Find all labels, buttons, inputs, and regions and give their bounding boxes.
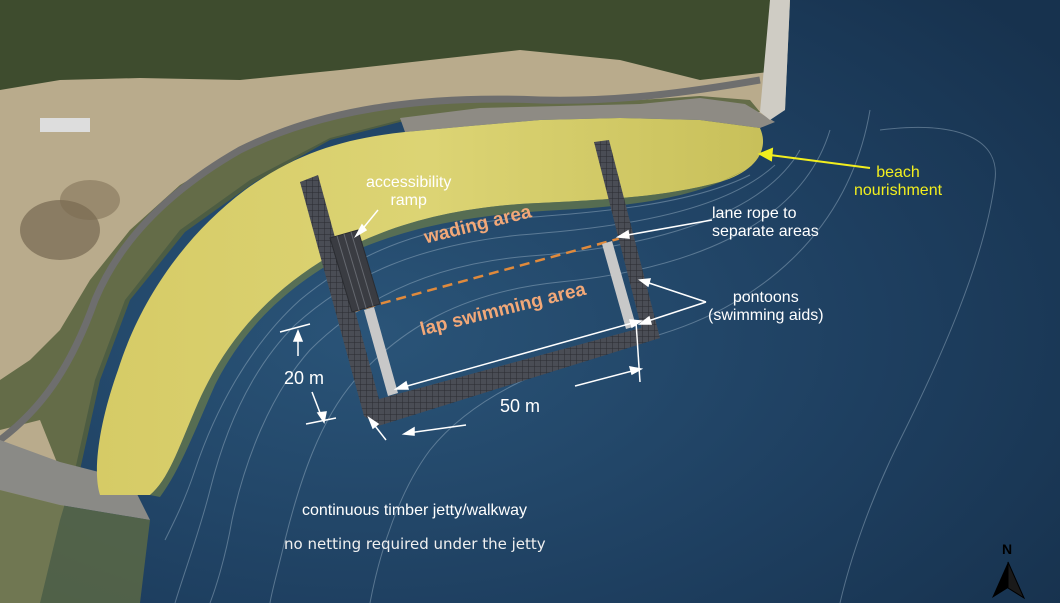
vegetation-top: [0, 0, 790, 90]
beach-nourishment-arrow: [757, 147, 871, 169]
jetty-label: continuous timber jetty/walkway: [302, 502, 527, 519]
land-area: [0, 0, 790, 603]
breakwater-pier: [760, 0, 790, 120]
vegetation-bottom: [0, 490, 150, 603]
accessibility-ramp-label: accessibility ramp: [366, 174, 452, 209]
parked-vehicle: [40, 118, 90, 132]
rock-seawall: [400, 98, 775, 132]
callout-lines: [279, 209, 713, 441]
north-label: N: [1002, 541, 1013, 557]
width-dimension-label: 20 m: [284, 368, 325, 388]
beach-nourishment-label: beach nourishment: [854, 164, 943, 199]
north-arrow-icon: [992, 561, 1026, 600]
beach-sand: [96, 118, 764, 495]
pontoon-right: [602, 241, 636, 329]
pontoons-label: pontoons (swimming aids): [708, 289, 824, 324]
vegetation-strip: [0, 96, 760, 470]
boat-ramp: [0, 440, 150, 520]
coastal-road: [0, 76, 761, 443]
pontoon-left: [364, 307, 398, 396]
lane-rope-label: lane rope to separate areas: [712, 205, 819, 240]
timber-jetty: [300, 140, 660, 426]
dirt-patch: [60, 180, 120, 220]
netting-note: no netting required under the jetty: [284, 535, 546, 553]
length-dimension-label: 50 m: [500, 396, 541, 416]
